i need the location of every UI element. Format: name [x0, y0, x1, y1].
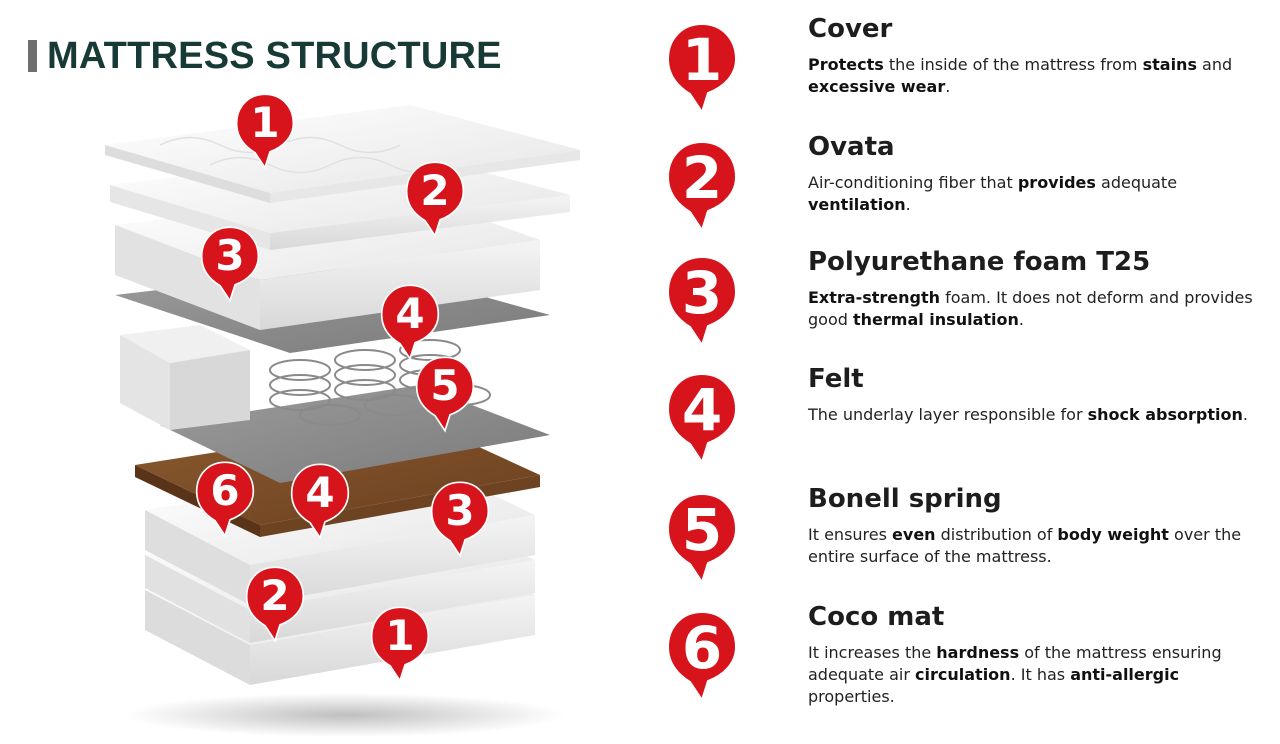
layer-row: 5 Bonell spring It ensures even distributi…: [666, 484, 1266, 612]
description-text: properties.: [808, 687, 895, 706]
illustration-marker-number: 4: [305, 468, 335, 517]
description-bold-text: circulation: [915, 665, 1011, 684]
illustration-marker-number: 4: [395, 289, 425, 338]
description-bold-text: body weight: [1057, 525, 1169, 544]
illustration-marker-icon: 3: [200, 225, 260, 303]
description-text: . It has: [1010, 665, 1071, 684]
page-title: MATTRESS STRUCTURE: [47, 34, 502, 77]
layer-name: Cover: [808, 14, 893, 44]
description-text: of the mattress ensuring adequate air: [808, 643, 1222, 684]
layer-row: 6 Coco mat It increases the hardness of th…: [666, 602, 1266, 730]
side-foam-block: [120, 325, 250, 430]
layer-description: Extra-strength foam. It does not deform …: [808, 287, 1258, 331]
layer-description: It increases the hardness of the mattres…: [808, 642, 1258, 708]
illustration-marker-icon: 4: [380, 283, 440, 361]
description-text: It increases the: [808, 643, 937, 662]
layer-number: 5: [681, 496, 723, 564]
description-bold-text: thermal insulation: [852, 310, 1019, 329]
illustration-marker-icon: 1: [370, 605, 430, 683]
illustration-marker-icon: 2: [405, 160, 465, 238]
illustration-marker-number: 2: [420, 166, 450, 215]
layer-number: 3: [681, 259, 723, 327]
description-text: distribution of: [935, 525, 1058, 544]
description-text: adequate: [1095, 173, 1178, 192]
description-bold-text: shock absorption: [1087, 405, 1243, 424]
description-text: foam. It does not deform and provides go…: [808, 288, 1253, 329]
layer-description: The underlay layer responsible for shock…: [808, 404, 1258, 426]
description-text: .: [945, 77, 951, 96]
page-title-block: MATTRESS STRUCTURE: [28, 34, 502, 77]
description-bold-text: excessive wear: [808, 77, 946, 96]
illustration-marker-number: 5: [430, 361, 460, 410]
layer-description: It ensures even distribution of body wei…: [808, 524, 1258, 568]
illustration-marker-number: 1: [385, 611, 415, 660]
layer-name: Polyurethane foam T25: [808, 247, 1151, 277]
description-text: and: [1196, 55, 1233, 74]
map-pin-icon: 3: [666, 255, 738, 347]
layer-number: 4: [681, 376, 723, 444]
illustration-marker-icon: 3: [430, 480, 490, 558]
description-bold-text: hardness: [936, 643, 1020, 662]
description-text: Air-conditioning fiber that: [808, 173, 1018, 192]
description-bold-text: ventilation: [808, 195, 906, 214]
layer-name: Coco mat: [808, 602, 945, 632]
layer-number: 2: [681, 144, 723, 212]
layer-number: 1: [681, 26, 723, 94]
illustration-marker-icon: 2: [245, 565, 305, 643]
layer-description: Protects the inside of the mattress from…: [808, 54, 1258, 98]
description-text: The underlay layer responsible for: [808, 405, 1088, 424]
description-text: the inside of the mattress from: [883, 55, 1143, 74]
illustration-marker-number: 3: [215, 231, 245, 280]
description-text: .: [1242, 405, 1248, 424]
illustration-marker-number: 2: [260, 571, 290, 620]
description-text: over the entire surface of the mattress.: [808, 525, 1242, 566]
map-pin-icon: 4: [666, 372, 738, 464]
description-bold-text: provides: [1017, 173, 1096, 192]
description-bold-text: anti-allergic: [1070, 665, 1180, 684]
layer-name: Ovata: [808, 132, 895, 162]
map-pin-icon: 1: [666, 22, 738, 114]
illustration-marker-number: 1: [250, 98, 280, 147]
illustration-marker-icon: 6: [195, 460, 255, 538]
illustration-marker-icon: 1: [235, 92, 295, 170]
map-pin-icon: 6: [666, 610, 738, 702]
illustration-marker-icon: 4: [290, 462, 350, 540]
layer-number: 6: [681, 614, 723, 682]
description-bold-text: Extra-strength: [808, 288, 941, 307]
map-pin-icon: 2: [666, 140, 738, 232]
description-bold-text: even: [892, 525, 936, 544]
illustration-marker-icon: 5: [415, 355, 475, 433]
description-text: .: [1018, 310, 1024, 329]
mattress-illustration: [100, 85, 600, 740]
title-accent-bar: [28, 40, 37, 72]
illustration-marker-number: 3: [445, 486, 475, 535]
layer-name: Felt: [808, 364, 864, 394]
illustration-marker-number: 6: [210, 466, 240, 515]
description-bold-text: stains: [1142, 55, 1197, 74]
mattress-layers-drawing: [105, 105, 580, 737]
layer-name: Bonell spring: [808, 484, 1002, 514]
description-text: .: [905, 195, 911, 214]
layer-description: Air-conditioning fiber that provides ade…: [808, 172, 1258, 216]
description-bold-text: Protects: [808, 55, 884, 74]
description-text: It ensures: [808, 525, 893, 544]
map-pin-icon: 5: [666, 492, 738, 584]
